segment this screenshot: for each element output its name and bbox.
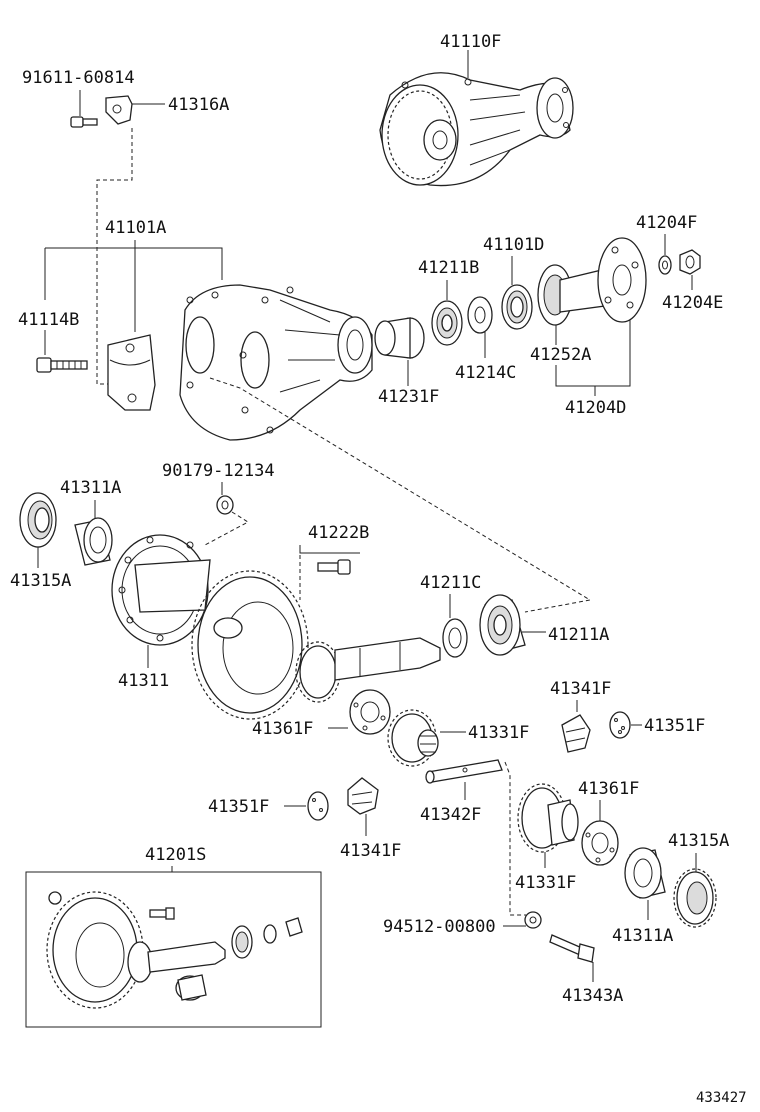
label-41252A: 41252A	[530, 345, 591, 365]
label-41114B: 41114B	[18, 310, 79, 330]
label-41341F-right: 41341F	[550, 679, 611, 699]
bearing-41211B-drawing	[431, 300, 463, 346]
label-41315A-left: 41315A	[10, 571, 71, 591]
drive-pinion-drawing	[295, 637, 441, 703]
spacer-41211C-drawing	[442, 618, 468, 658]
differential-case-41311-drawing	[111, 534, 211, 646]
label-41110F: 41110F	[440, 32, 501, 52]
label-41351F-right: 41351F	[644, 716, 705, 736]
nut-41204E-drawing	[679, 249, 701, 275]
pinion-gear-41341F-right-drawing	[561, 714, 591, 753]
bolt-91611-60814-drawing	[70, 116, 98, 128]
label-41222B: 41222B	[308, 523, 369, 543]
bearing-41311A-right-drawing	[624, 847, 666, 899]
label-94512-00800: 94512-00800	[383, 917, 496, 937]
label-41211C: 41211C	[420, 573, 481, 593]
thrust-washer-41361F-right-drawing	[581, 820, 619, 866]
label-41311A-bottom: 41311A	[612, 926, 673, 946]
label-41342F: 41342F	[420, 805, 481, 825]
bearing-cap-drawing	[107, 334, 156, 411]
diagram-reference-number: 433427	[696, 1090, 747, 1106]
carrier-housing-41101A-drawing	[179, 284, 373, 441]
label-41343A: 41343A	[562, 986, 623, 1006]
thrust-washer-41361F-left-drawing	[349, 689, 391, 735]
label-41204F: 41204F	[636, 213, 697, 233]
washer-94512-00800-drawing	[524, 911, 542, 929]
label-41341F-bottom: 41341F	[340, 841, 401, 861]
label-90179-12134: 90179-12134	[162, 461, 275, 481]
washer-41351F-left-drawing	[307, 791, 329, 821]
bearing-41311A-left-drawing	[74, 517, 113, 566]
ring-gear-drawing	[191, 570, 309, 720]
label-41361F-right: 41361F	[578, 779, 639, 799]
label-41311A-top: 41311A	[60, 478, 121, 498]
differential-carrier-assembly-drawing	[379, 72, 574, 187]
label-41201S: 41201S	[145, 845, 206, 865]
label-41331F-top: 41331F	[468, 723, 529, 743]
oil-seal-41101D-drawing	[501, 284, 533, 330]
label-41231F: 41231F	[378, 387, 439, 407]
washer-41214C-drawing	[467, 296, 493, 334]
bearing-race-41315A-left-drawing	[19, 492, 57, 548]
bearing-race-41315A-right-drawing	[673, 868, 717, 928]
pin-41343A-drawing	[549, 934, 595, 963]
label-41316A: 41316A	[168, 95, 229, 115]
plug-90179-12134-drawing	[216, 495, 234, 515]
pinion-gear-41341F-left-drawing	[347, 777, 379, 815]
bolt-41222B-drawing	[317, 559, 351, 575]
bracket-41316A-drawing	[105, 95, 133, 125]
label-41315A-right: 41315A	[668, 831, 729, 851]
label-41361F-left: 41361F	[252, 719, 313, 739]
label-41211A: 41211A	[548, 625, 609, 645]
label-41101A: 41101A	[105, 218, 166, 238]
side-gear-41331F-top-drawing	[387, 709, 439, 767]
bolt-41114B-drawing	[36, 357, 88, 373]
label-91611-60814: 91611-60814	[22, 68, 135, 88]
side-gear-41331F-bottom-drawing	[517, 783, 579, 853]
companion-flange-41204D-drawing	[537, 237, 647, 326]
label-41331F-bottom: 41331F	[515, 873, 576, 893]
pinion-shaft-41342F-drawing	[425, 759, 503, 784]
label-41204D: 41204D	[565, 398, 626, 418]
label-41101D: 41101D	[483, 235, 544, 255]
label-41214C: 41214C	[455, 363, 516, 383]
label-41351F-left: 41351F	[208, 797, 269, 817]
kit-41201S-contents-drawing	[46, 891, 303, 1009]
label-41204E: 41204E	[662, 293, 723, 313]
label-41311: 41311	[118, 671, 169, 691]
bearing-41211A-drawing	[479, 594, 526, 656]
spacer-41231F-drawing	[374, 317, 425, 359]
washer-41351F-right-drawing	[609, 711, 631, 739]
kit-41201S-box	[25, 871, 322, 1028]
washer-41204F-drawing	[658, 255, 672, 275]
label-41211B: 41211B	[418, 258, 479, 278]
